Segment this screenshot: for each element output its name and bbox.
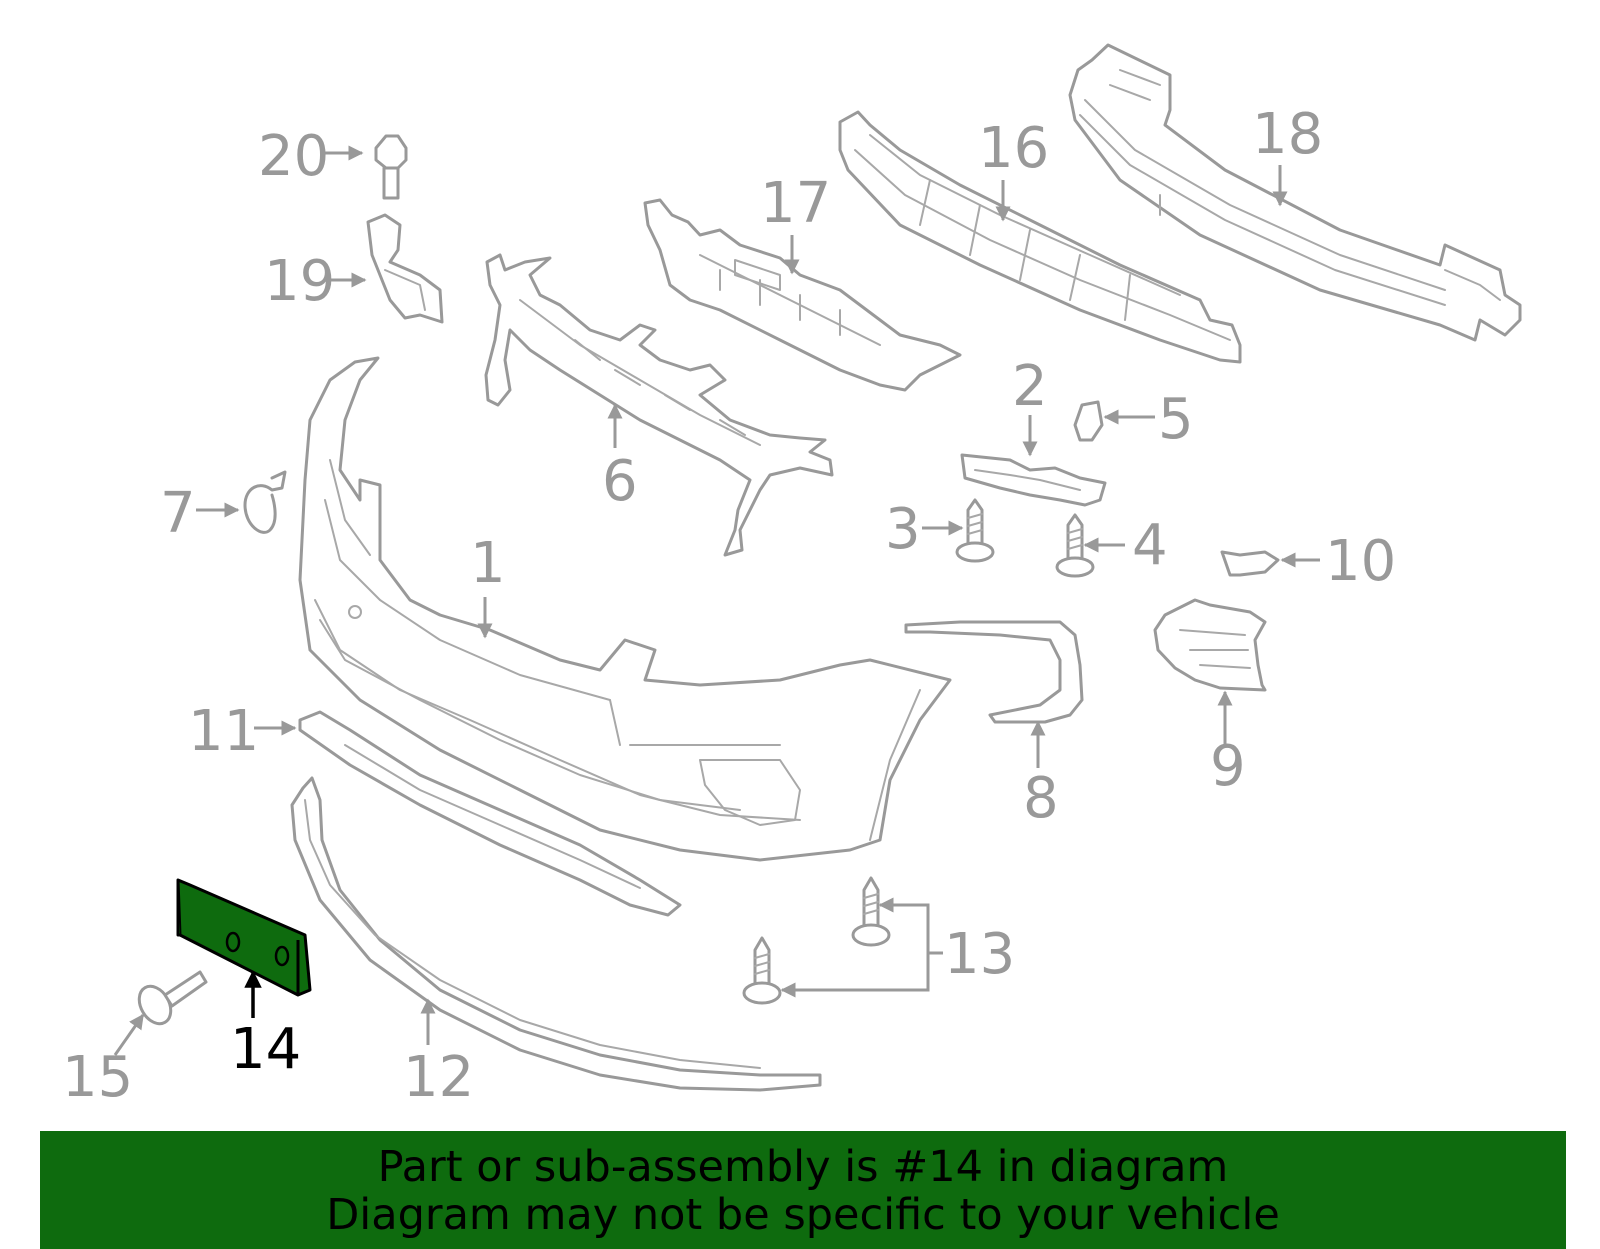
part-2-bracket xyxy=(960,453,1107,507)
callout-9: 9 xyxy=(1210,734,1246,799)
part-9-fog-bezel xyxy=(1153,598,1267,692)
part-18-reinforcement-bar xyxy=(1068,43,1522,342)
callout-17: 17 xyxy=(760,171,831,236)
part-13-screws xyxy=(742,876,891,1005)
callout-3: 3 xyxy=(885,497,921,562)
part-10-clip xyxy=(1220,550,1280,577)
callout-18: 18 xyxy=(1252,102,1323,167)
part-17-upper-bracket xyxy=(643,198,962,392)
callout-20: 20 xyxy=(258,124,329,189)
callout-6: 6 xyxy=(602,449,638,514)
callout-12: 12 xyxy=(403,1045,474,1110)
leader-lines xyxy=(113,145,1320,1056)
callout-19: 19 xyxy=(264,249,335,314)
callout-13: 13 xyxy=(944,922,1015,987)
callout-1: 1 xyxy=(470,531,506,596)
callout-5: 5 xyxy=(1158,387,1194,452)
part-7-clip xyxy=(243,470,287,534)
part-19-bracket xyxy=(366,213,444,324)
callout-14: 14 xyxy=(230,1017,301,1082)
part-5-clip xyxy=(1073,400,1104,442)
part-11-lower-strip xyxy=(298,710,682,917)
callout-8: 8 xyxy=(1023,766,1059,831)
callout-2: 2 xyxy=(1012,354,1048,419)
part-8-molding xyxy=(904,620,1084,724)
callout-16: 16 xyxy=(978,116,1049,181)
banner-line-disclaimer: Diagram may not be specific to your vehi… xyxy=(326,1190,1280,1240)
part-15-push-pin xyxy=(137,970,208,1026)
callout-labels: 1 2 3 4 5 6 7 8 9 10 11 12 13 14 15 16 1… xyxy=(62,102,1396,1110)
part-6-carrier xyxy=(484,253,834,557)
part-14-license-bracket xyxy=(176,878,312,997)
part-1-bumper-cover xyxy=(298,356,952,862)
part-16-absorber xyxy=(838,110,1242,364)
part-4-screw xyxy=(1055,513,1095,578)
info-banner: Part or sub-assembly is #14 in diagram D… xyxy=(40,1131,1566,1249)
part-12-lower-spoiler xyxy=(290,776,822,1092)
part-3-screw xyxy=(955,498,995,563)
callout-4: 4 xyxy=(1132,513,1168,578)
banner-line-part-number: Part or sub-assembly is #14 in diagram xyxy=(377,1142,1229,1192)
callout-7: 7 xyxy=(160,481,196,546)
callout-10: 10 xyxy=(1325,529,1396,594)
callout-15: 15 xyxy=(62,1045,133,1110)
part-20-bolt xyxy=(374,134,408,200)
callout-11: 11 xyxy=(188,699,259,764)
